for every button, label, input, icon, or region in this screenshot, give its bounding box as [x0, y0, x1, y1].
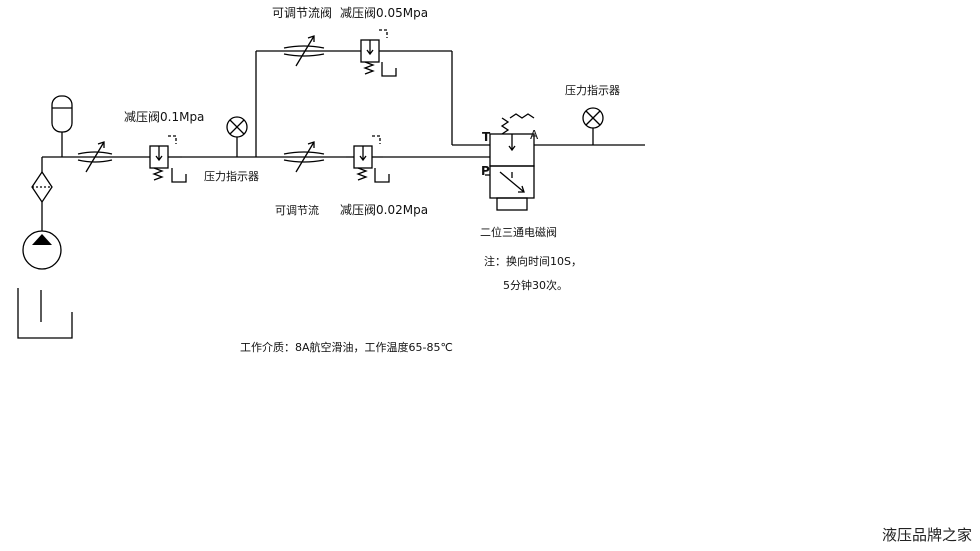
note-line-2: 5分钟30次。: [503, 279, 568, 292]
solenoid-valve-label: 二位三通电磁阀: [480, 226, 557, 239]
throttle-valve-left: [77, 141, 113, 173]
prv-left-label: 减压阀0.1Mpa: [124, 110, 205, 124]
prv-bottom-label: 减压阀0.02Mpa: [340, 203, 429, 217]
watermark: 液压品牌之家: [881, 526, 972, 544]
accumulator-symbol: [51, 95, 73, 133]
throttle-top-label: 可调节流阀: [272, 6, 333, 20]
reservoir-tank: [17, 288, 73, 339]
gauge-left-label: 压力指示器: [204, 170, 259, 183]
pressure-reducing-valve-bottom: [346, 135, 390, 183]
port-p-label: P: [481, 164, 490, 178]
port-a-label: A: [530, 128, 539, 142]
prv-top-label: 减压阀0.05Mpa: [340, 6, 429, 20]
throttle-valve-bottom: [283, 141, 325, 173]
port-t-label: T: [482, 130, 491, 144]
solenoid-valve: [485, 113, 535, 211]
throttle-bottom-label: 可调节流: [275, 204, 319, 217]
pressure-reducing-valve-left: [149, 135, 187, 183]
throttle-valve-top: [283, 35, 325, 67]
gauge-right-label: 压力指示器: [565, 84, 620, 97]
pressure-gauge-right: [582, 107, 604, 129]
pressure-reducing-valve-top: [360, 29, 397, 77]
working-medium-note: 工作介质：8A航空滑油，工作温度65-85℃: [240, 341, 453, 354]
note-line-1: 注：换向时间10S，: [484, 255, 582, 268]
pressure-gauge-left: [226, 116, 248, 138]
